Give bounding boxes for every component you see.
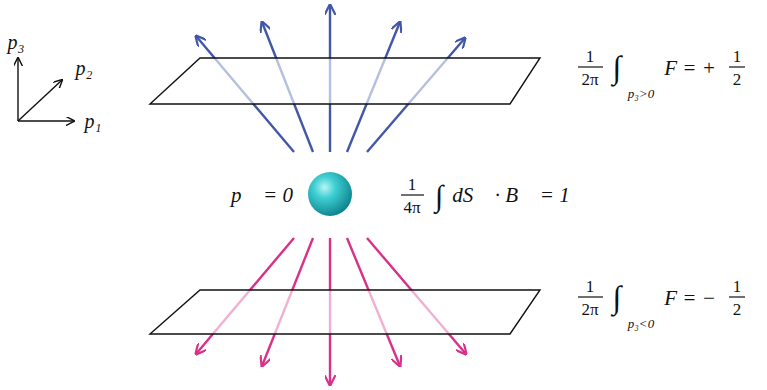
integral-sign: ∫ [435, 181, 443, 211]
fraction-denominator: 2π [581, 301, 598, 318]
integral-sign: ∫ [613, 51, 622, 83]
lower-plane [150, 290, 540, 334]
fraction-denominator: 4π [403, 199, 420, 216]
integral-sign: ∫ [613, 281, 622, 313]
axis-label: p₂ [76, 58, 93, 78]
fraction-numerator: 1 [733, 48, 742, 65]
monopole-sphere [308, 172, 352, 216]
fraction-bars [401, 67, 745, 297]
axis-label: p₃ [8, 32, 25, 52]
berry-flux-equation: F = − [664, 288, 716, 309]
flux-equation: dS⃗ · B⃗ = 1 [452, 185, 569, 206]
momentum-label: p⃗ = 0 [231, 185, 293, 206]
fraction-denominator: 2 [733, 301, 742, 318]
axis-label: p₁ [85, 111, 102, 131]
integration-domain: p₃<0 [628, 317, 654, 330]
upper-plane [150, 58, 540, 104]
berry-flux-equation: F = + [664, 58, 716, 79]
momentum-axes [18, 58, 74, 121]
fraction-numerator: 1 [408, 176, 417, 193]
fraction-numerator: 1 [586, 48, 595, 65]
fraction-numerator: 1 [733, 278, 742, 295]
fraction-denominator: 2π [581, 71, 598, 88]
fraction-numerator: 1 [586, 278, 595, 295]
integration-domain: p₃>0 [628, 87, 654, 100]
fraction-denominator: 2 [733, 71, 742, 88]
